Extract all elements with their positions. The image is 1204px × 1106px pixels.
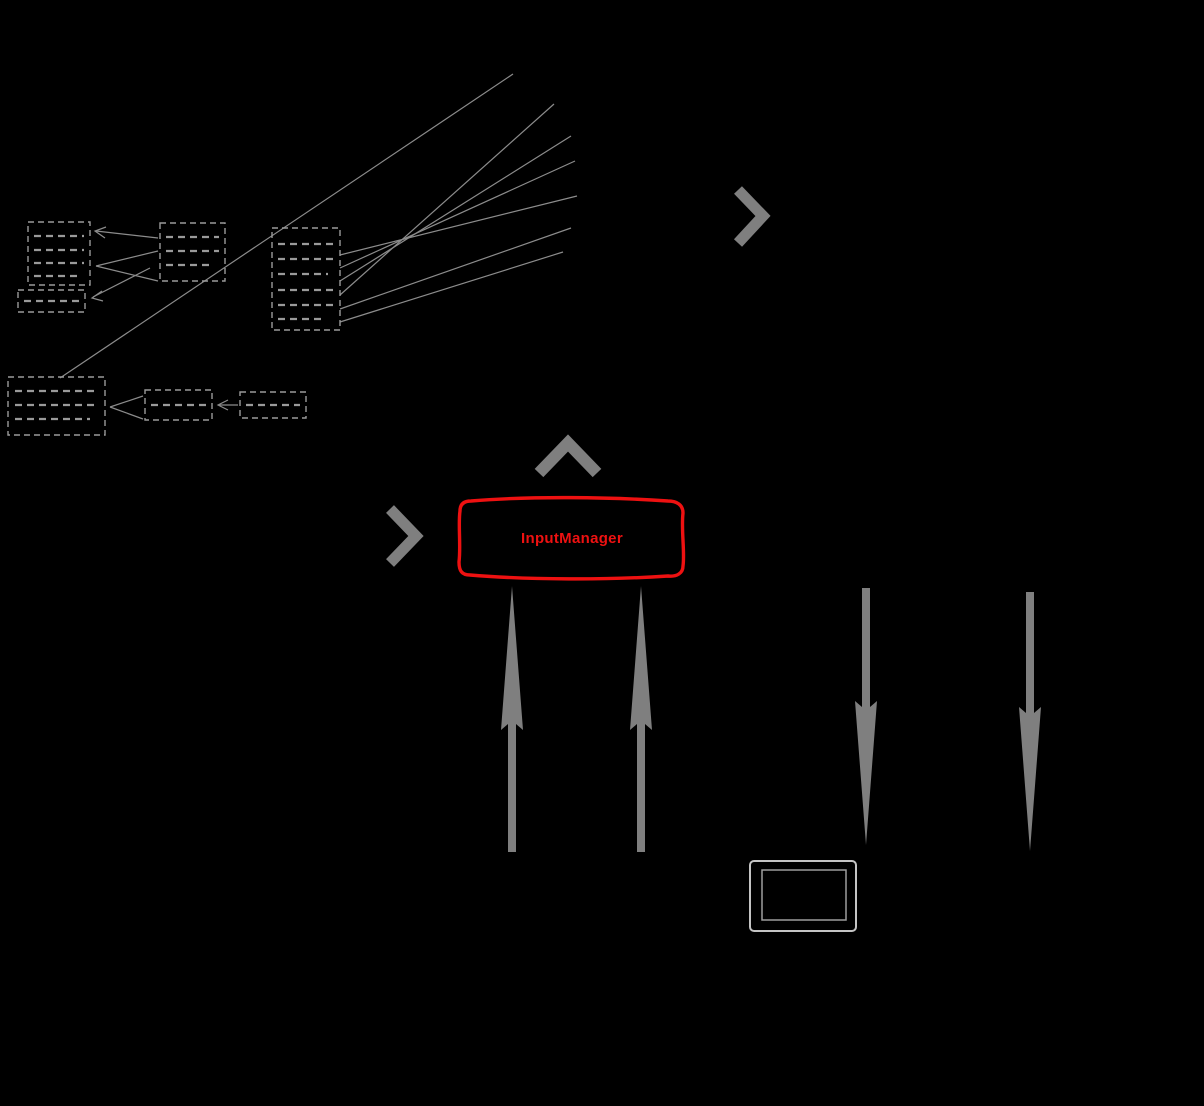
arrow-up-icon <box>501 586 523 852</box>
edge-line <box>339 251 564 323</box>
display-outer-frame <box>749 860 857 932</box>
generalization-edge <box>95 250 159 267</box>
flow-arrows <box>501 586 1041 852</box>
edge-line <box>339 135 572 282</box>
edge-arrow <box>92 267 151 298</box>
cluster-edges <box>90 226 238 420</box>
class-node-cluster <box>17 221 341 331</box>
display-icon <box>749 860 857 932</box>
arrowhead-icon <box>90 290 104 302</box>
input-manager-node: InputManager <box>457 495 686 581</box>
input-manager-border <box>457 495 686 581</box>
dashed-node <box>159 222 226 282</box>
arrow-down-icon <box>1019 592 1041 851</box>
chevron-up-icon <box>534 434 602 478</box>
dashed-node <box>17 289 86 313</box>
class-node-cluster-lower <box>7 376 307 436</box>
input-manager-label: InputManager <box>521 530 623 547</box>
edge-line <box>339 227 572 310</box>
generalization-edge <box>109 406 144 420</box>
dashed-node <box>144 389 213 421</box>
dashed-node <box>7 376 106 436</box>
chevrons <box>386 186 771 567</box>
arrowhead-icon <box>216 399 229 411</box>
edge-line <box>339 195 578 256</box>
edge-arrow <box>95 230 159 239</box>
arrow-down-icon <box>855 588 877 845</box>
edge-line <box>339 160 576 269</box>
dashed-node <box>239 391 307 419</box>
dashed-node <box>27 221 91 286</box>
chevron-right-icon <box>733 186 771 247</box>
generalization-edge <box>109 395 144 408</box>
arrow-up-icon <box>630 586 652 852</box>
display-inner-frame <box>761 869 847 921</box>
edge-line <box>339 103 555 296</box>
edge-line-fan <box>59 73 578 379</box>
edge-line <box>59 73 514 379</box>
arrowhead-icon <box>93 226 107 239</box>
dashed-node <box>271 227 341 331</box>
generalization-edge <box>95 265 159 282</box>
chevron-right-icon <box>386 505 424 567</box>
